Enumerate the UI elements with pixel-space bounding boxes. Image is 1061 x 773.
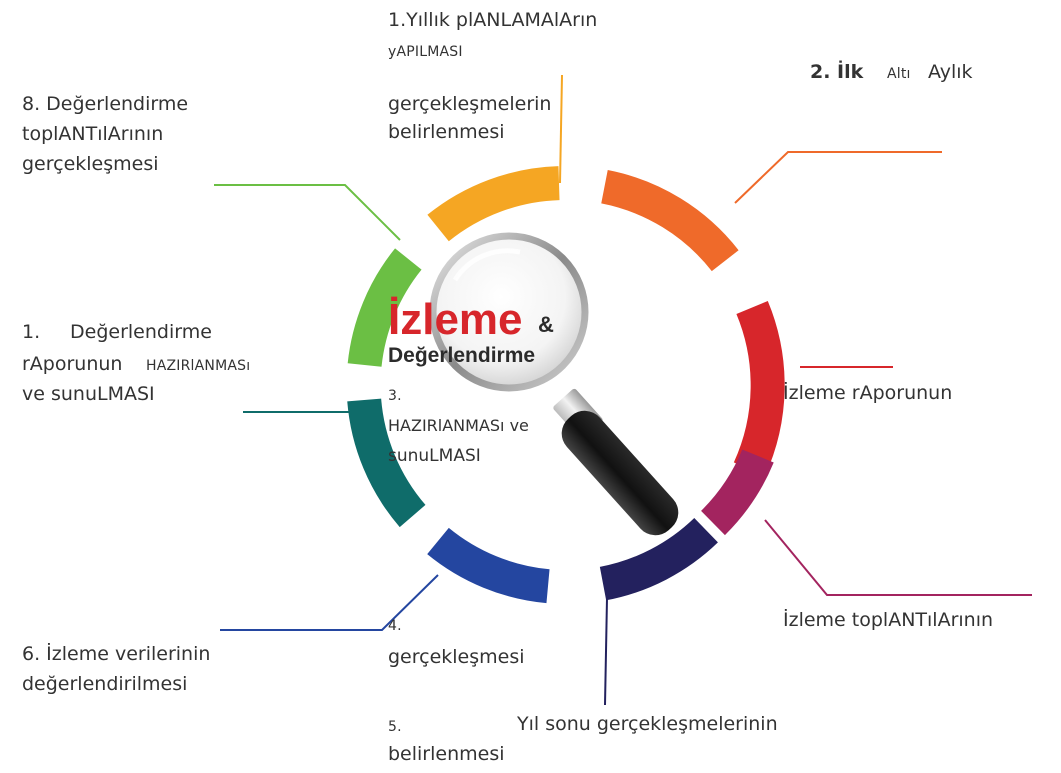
step8-label-line1: 8. Değerlendirme: [22, 93, 189, 115]
connector-step1: [559, 74, 563, 184]
step2-label-word1: Altı: [887, 66, 911, 82]
step7-label-number: 1.: [22, 321, 41, 343]
magnifying-glass-icon: [429, 232, 679, 536]
ring-segment-green: [347, 248, 422, 368]
connector-step5: [604, 597, 608, 706]
ring-segment-orange: [600, 170, 739, 272]
center-title-ampersand: &: [538, 312, 554, 337]
step4-label-line2: gerçekleşmesi: [388, 646, 525, 668]
connector-step6: [220, 574, 439, 631]
step1-label-line3: gerçekleşmelerin: [388, 93, 552, 115]
step2-label-number: 2. İlk: [810, 61, 864, 83]
connector-step8: [214, 184, 401, 241]
step2-label-word2: Aylık: [928, 61, 973, 83]
ring-segment-blue-2: [427, 527, 550, 604]
step6-label-line1: 6. İzleme verilerinin: [22, 643, 211, 665]
step7-label-line2b: HAZIRlANMASı: [146, 358, 251, 374]
step5-label-number: 5.: [388, 719, 402, 735]
step7-label-line2: rAporunun: [22, 353, 123, 375]
step1-label-line2: yAPILMASI: [388, 44, 463, 60]
step5-label-line1: Yıl sonu gerçekleşmelerinin: [517, 713, 778, 735]
step1-label-line1: 1.Yıllık plANLAMAlArın: [388, 9, 598, 31]
step5-label-line2: belirlenmesi: [388, 743, 505, 765]
ring-segment-red: [733, 300, 785, 477]
step2-continuation: İzleme rAporunun: [783, 382, 953, 404]
step7-label-line1: Değerlendirme: [70, 321, 212, 343]
connector-step3: [764, 519, 1032, 596]
step6-label-line2: değerlendirilmesi: [22, 673, 188, 695]
ring-segment-navy: [599, 517, 718, 601]
ring-segment-teal: [347, 398, 426, 528]
connector-step2: [734, 151, 942, 204]
step3-label-line2: HAZIRlANMASı ve: [388, 416, 529, 435]
ring-segment-yellow: [427, 166, 560, 242]
step3-label-number: 3.: [388, 388, 402, 404]
step7-label-line3: ve sunuLMASI: [22, 383, 155, 405]
step3-continuation: İzleme toplANTılArının: [783, 609, 994, 631]
step8-label-line2: toplANTılArının: [22, 123, 164, 145]
center-title: İzleme: [388, 295, 523, 344]
step4-label-number: 4.: [388, 618, 402, 634]
center-subtitle: Değerlendirme: [388, 344, 536, 367]
ring-segment-magenta-2: [700, 449, 774, 536]
step3-label-line3: sunuLMASI: [388, 446, 481, 466]
step8-label-line3: gerçekleşmesi: [22, 153, 159, 175]
step1-label-line4: belirlenmesi: [388, 121, 505, 143]
